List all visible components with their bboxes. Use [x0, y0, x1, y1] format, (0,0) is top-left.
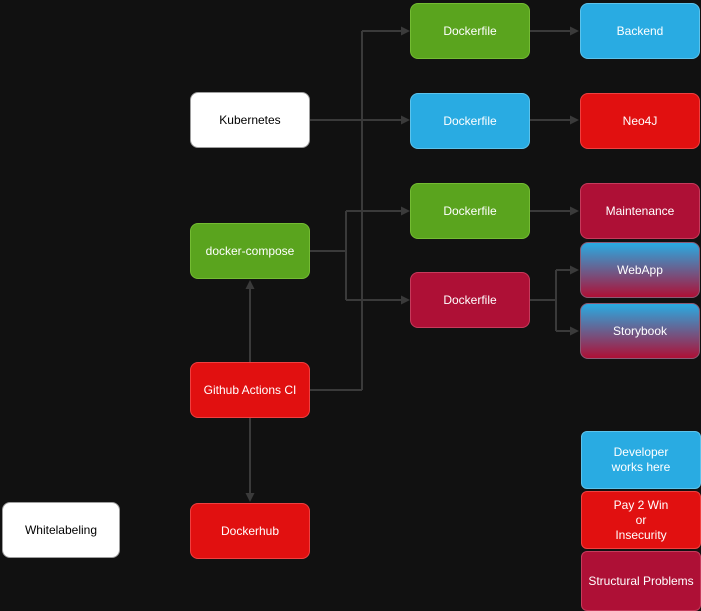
legend-structural-problems: Structural Problems: [581, 551, 701, 611]
node-storybook: Storybook: [580, 303, 700, 359]
node-dockerfile-web: Dockerfile: [410, 272, 530, 328]
node-webapp: WebApp: [580, 242, 700, 298]
node-whitelabeling: Whitelabeling: [2, 502, 120, 558]
node-dockerhub: Dockerhub: [190, 503, 310, 559]
node-backend: Backend: [580, 3, 700, 59]
node-docker-compose: docker-compose: [190, 223, 310, 279]
node-github-actions-ci: Github Actions CI: [190, 362, 310, 418]
legend-pay-2-win-or-insecurity: Pay 2 Win or Insecurity: [581, 491, 701, 549]
node-maintenance: Maintenance: [580, 183, 700, 239]
node-neo4j: Neo4J: [580, 93, 700, 149]
node-dockerfile-neo4j: Dockerfile: [410, 93, 530, 149]
node-dockerfile-backend: Dockerfile: [410, 3, 530, 59]
node-kubernetes: Kubernetes: [190, 92, 310, 148]
legend-developer-works-here: Developer works here: [581, 431, 701, 489]
node-dockerfile-maintenance: Dockerfile: [410, 183, 530, 239]
